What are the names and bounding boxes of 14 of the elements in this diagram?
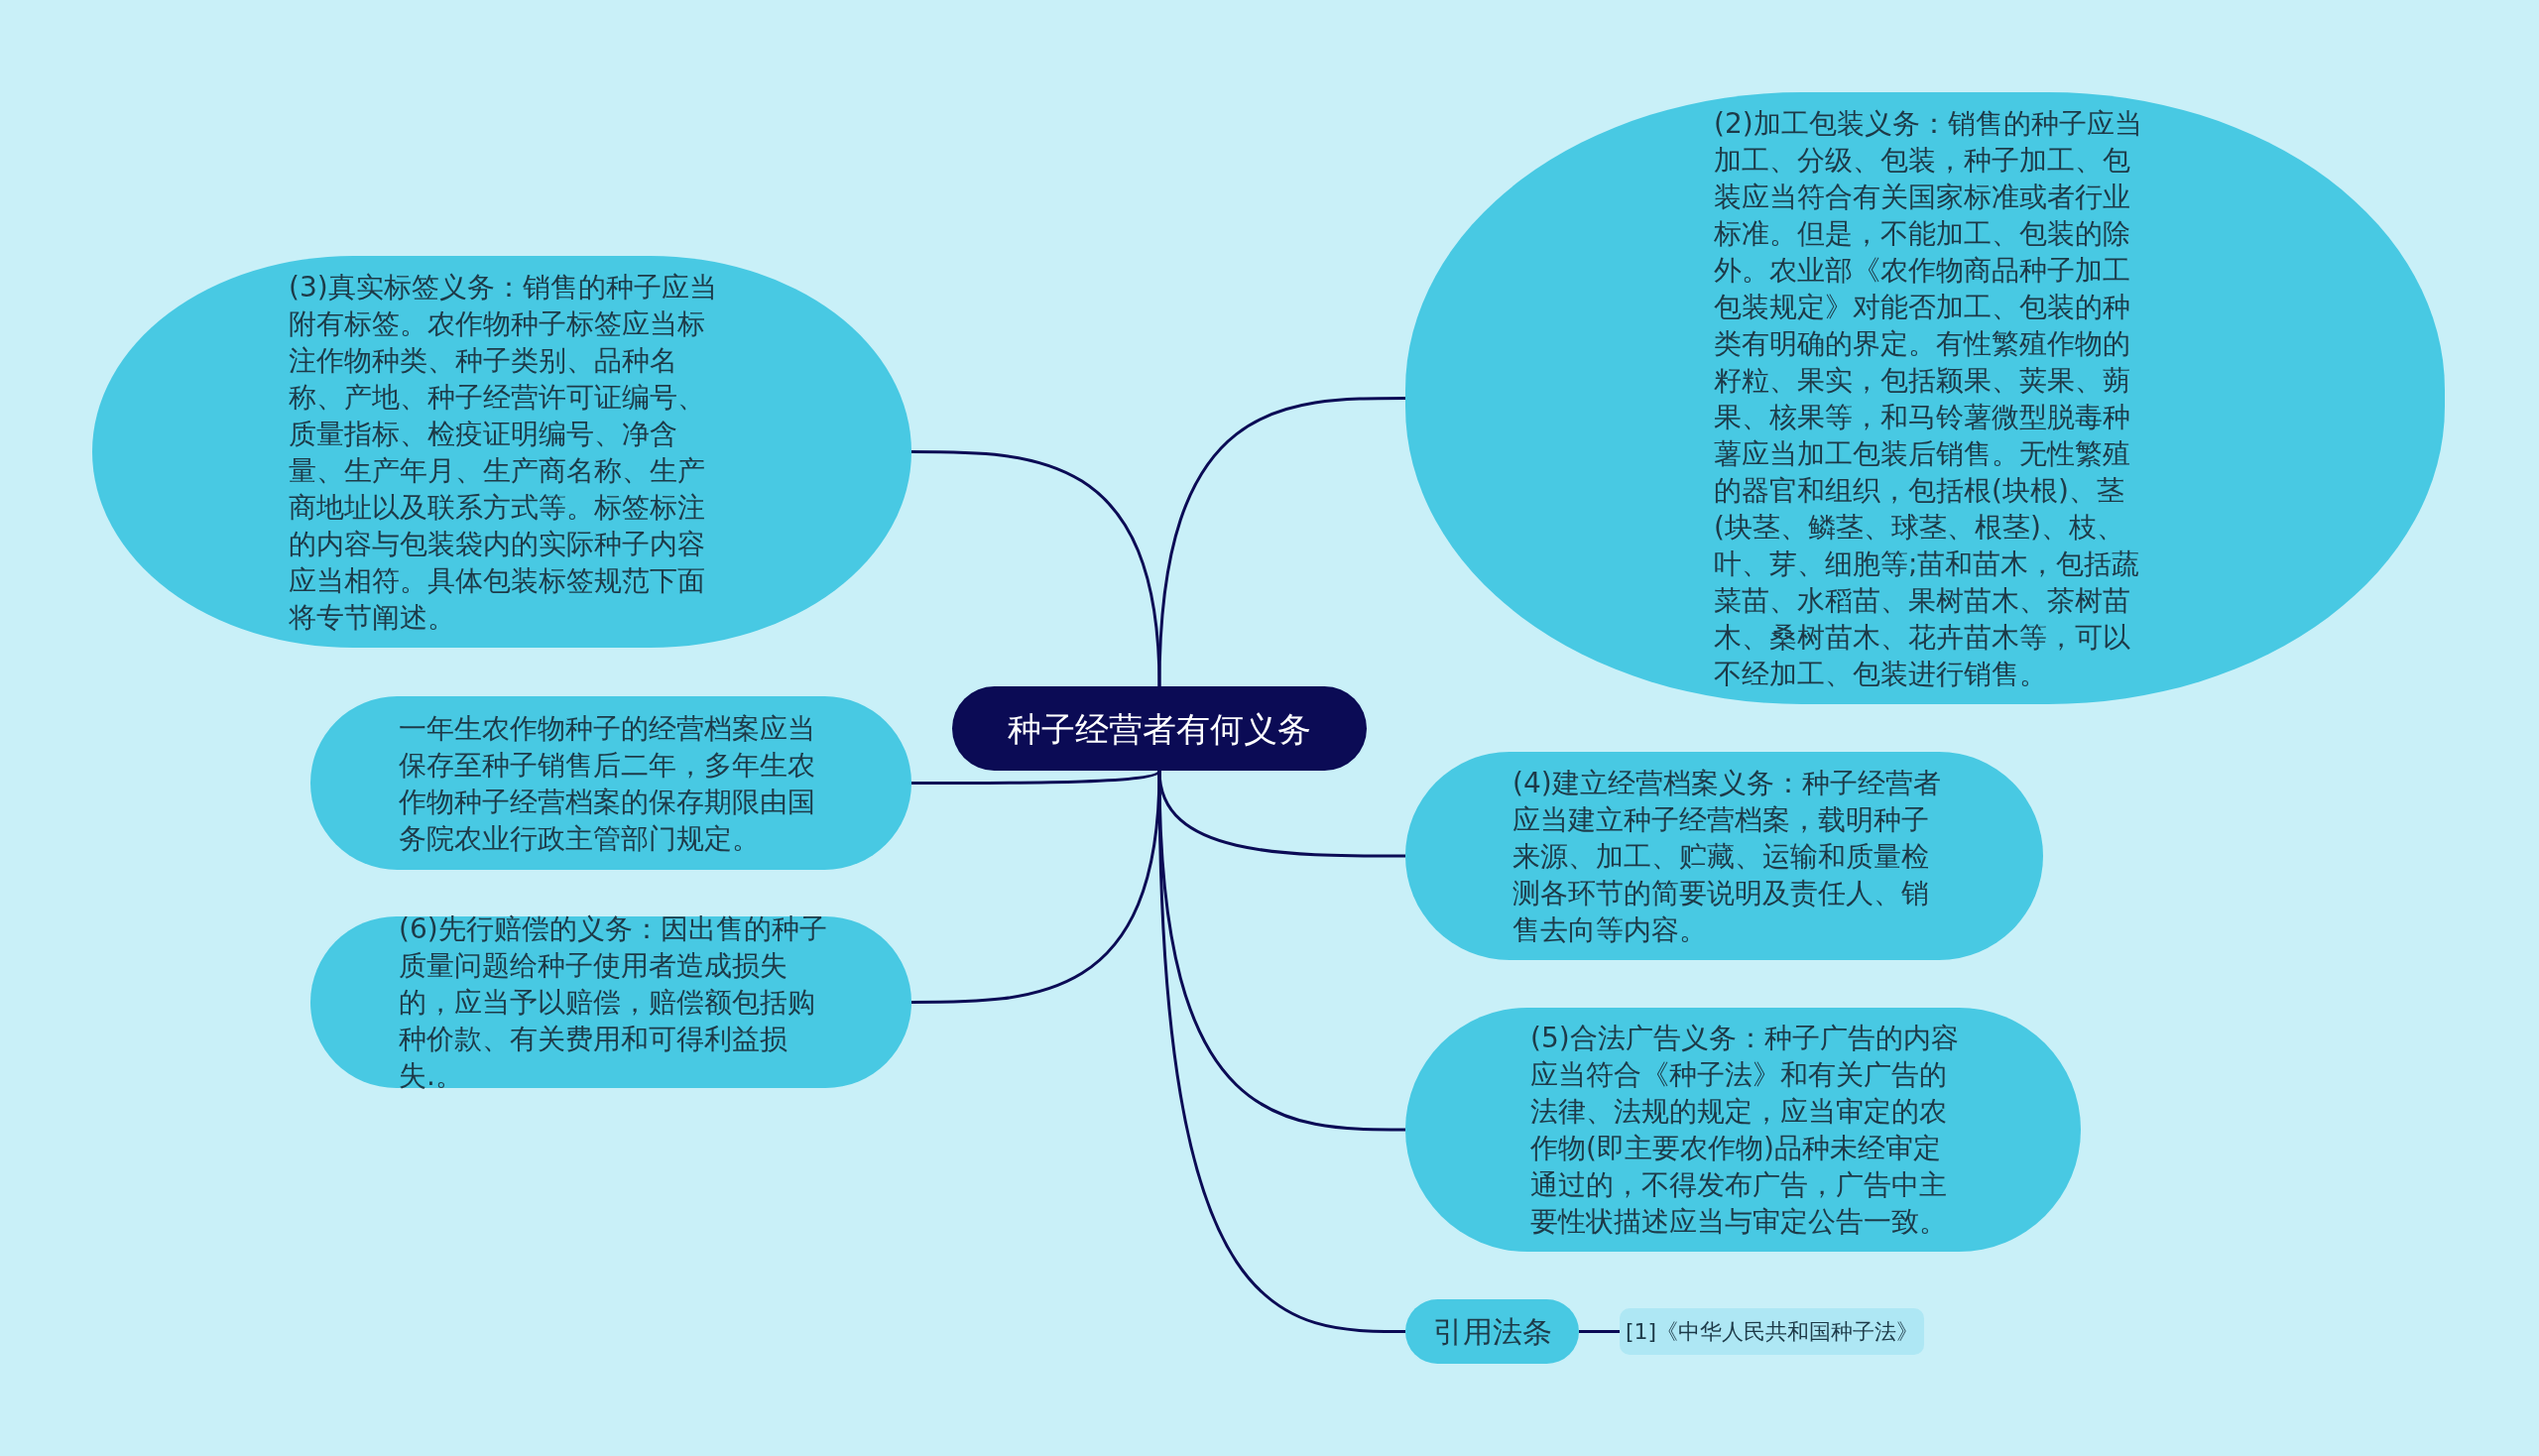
- connector: [911, 450, 1161, 687]
- connector: [911, 770, 1161, 1004]
- central-topic: 种子经营者有何义务: [952, 686, 1367, 771]
- topic-bubble: (6)先行赔偿的义务：因出售的种子质量问题给种子使用者造成损失的，应当予以赔偿，赔偿额包括购种价款、有关费用和可得利益损失.。: [310, 916, 911, 1088]
- topic-pill: 引用法条: [1405, 1299, 1579, 1364]
- reference-tag: [1]《中华人民共和国种子法》: [1620, 1308, 1924, 1355]
- topic-bubble: (5)合法广告义务：种子广告的内容应当符合《种子法》和有关广告的法律、法规的规定，应当审定的农作物(即主要农作物)品种未经审定通过的，不得发布广告，广告中主要性状描述应当与审定公告一致。: [1405, 1008, 2081, 1252]
- topic-bubble: (4)建立经营档案义务：种子经营者应当建立种子经营档案，载明种子来源、加工、贮藏、运输和质量检测各环节的简要说明及责任人、销售去向等内容。: [1405, 752, 2043, 960]
- topic-bubble: (2)加工包装义务：销售的种子应当加工、分级、包装，种子加工、包装应当符合有关国家标准或者行业标准。但是，不能加工、包装的除外。农业部《农作物商品种子加工包装规定》对能否加工、包装的种类有明确的界定。有性繁殖作物的籽粒、果实，包括颖果、荚果、蒴果、核果等，和马铃薯微型脱毒种薯应当加工包装后销售。无性繁殖的器官和组织，包括根(块根)、茎(块茎、鳞茎、球茎、根茎)、枝、叶、芽、细胞等;苗和苗木，包括蔬菜苗、水稻苗、果树苗木、茶树苗木、桑树苗木、花卉苗木等，可以不经加工、包装进行销售。: [1405, 92, 2445, 704]
- connector: [1157, 770, 1405, 1333]
- connector: [1579, 1330, 1620, 1333]
- topic-bubble: 一年生农作物种子的经营档案应当保存至种子销售后二年，多年生农作物种子经营档案的保存期限由国务院农业行政主管部门规定。: [310, 696, 911, 870]
- connector: [1157, 397, 1405, 687]
- topic-bubble: (3)真实标签义务：销售的种子应当附有标签。农作物种子标签应当标注作物种类、种子类别、品种名称、产地、种子经营许可证编号、质量指标、检疫证明编号、净含量、生产年月、生产商名称、生产商地址以及联系方式等。标签标注的内容与包装袋内的实际种子内容应当相符。具体包装标签规范下面将专节阐述。: [92, 256, 911, 648]
